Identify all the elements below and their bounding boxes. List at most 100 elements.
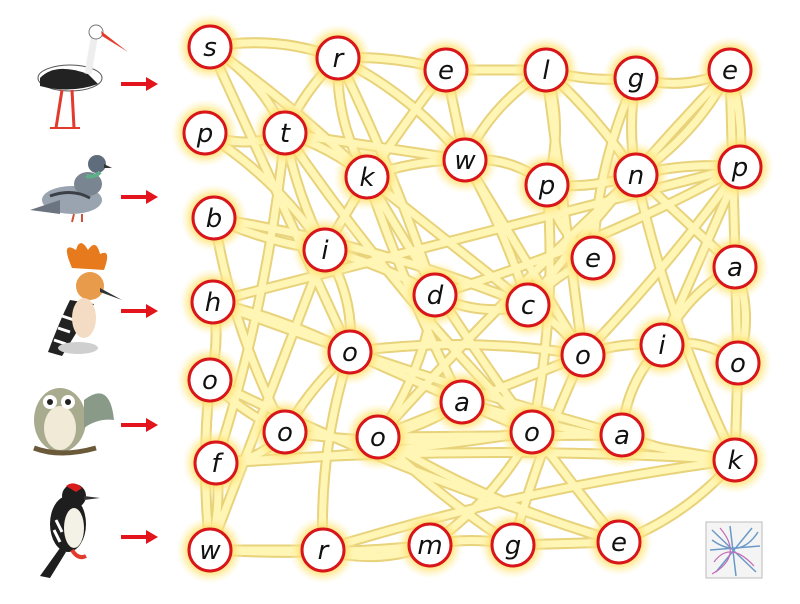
node-circle [262, 110, 308, 156]
node-letter: p [538, 171, 556, 201]
maze-thumbnail-image [705, 521, 763, 579]
letter-node-o6[interactable]: o [498, 398, 566, 466]
letter-node-i2[interactable]: i [628, 311, 696, 379]
letter-node-a1[interactable]: a [701, 233, 769, 301]
letter-node-k2[interactable]: k [701, 426, 769, 494]
node-letter: e [585, 244, 601, 274]
letter-node-i1[interactable]: i [291, 216, 359, 284]
maze-path-e2-o7[interactable] [726, 66, 742, 367]
letter-node-o1[interactable]: o [176, 346, 244, 414]
node-letter: c [521, 291, 535, 321]
node-circle [187, 357, 233, 403]
letter-node-o2[interactable]: o [316, 318, 384, 386]
letter-node-o3[interactable]: o [549, 321, 617, 389]
node-circle [490, 522, 536, 568]
node-letter: e [722, 56, 738, 86]
node-circle [302, 227, 348, 273]
node-letter: e [438, 56, 454, 86]
node-letter: o [202, 366, 218, 396]
node-letter: a [727, 253, 743, 283]
node-circle [193, 440, 239, 486]
node-letter: e [611, 528, 627, 558]
letter-node-a3[interactable]: a [588, 401, 656, 469]
letter-node-k1[interactable]: k [333, 143, 401, 211]
node-circle [505, 282, 551, 328]
letter-node-p3[interactable]: p [706, 133, 774, 201]
letter-node-a2[interactable]: a [428, 368, 496, 436]
node-circle [712, 437, 758, 483]
letter-node-n1[interactable]: n [602, 141, 670, 209]
arrow-hoopoe [121, 304, 158, 318]
owl-image [33, 388, 114, 456]
node-circle [262, 409, 308, 455]
node-circle [570, 235, 616, 281]
node-circle [560, 332, 606, 378]
node-letter: r [318, 536, 331, 566]
arrow-woodpecker [121, 530, 158, 544]
letter-node-p1[interactable]: p [171, 99, 239, 167]
letter-node-p2[interactable]: p [513, 151, 581, 219]
letter-node-o4[interactable]: o [251, 398, 319, 466]
letter-node-e4[interactable]: e [585, 508, 653, 576]
letter-node-m1[interactable]: m [396, 511, 464, 579]
letter-node-l1[interactable]: l [512, 36, 580, 104]
letter-node-r2[interactable]: r [289, 516, 357, 584]
node-letter: o [575, 341, 591, 371]
node-circle [524, 162, 570, 208]
node-circle [596, 519, 642, 565]
node-circle [613, 55, 659, 101]
node-letter: o [342, 338, 358, 368]
maze-path-t1-f1[interactable] [212, 129, 289, 467]
node-circle [190, 279, 236, 325]
node-circle [187, 24, 233, 70]
letter-node-o7[interactable]: o [704, 329, 772, 397]
node-circle [355, 414, 401, 460]
maze-path-k1-e4[interactable] [363, 173, 623, 546]
node-letter: g [505, 531, 522, 561]
node-letter: r [333, 44, 346, 74]
node-circle [407, 522, 453, 568]
letter-node-g1[interactable]: g [602, 44, 670, 112]
letter-node-o5[interactable]: o [344, 403, 412, 471]
node-circle [707, 47, 753, 93]
letter-node-b1[interactable]: b [180, 184, 248, 252]
node-letter: s [203, 33, 217, 63]
node-circle [715, 340, 761, 386]
node-letter: t [280, 119, 291, 149]
letter-node-w1[interactable]: w [431, 126, 499, 194]
letter-node-w2[interactable]: w [176, 516, 244, 584]
node-letter: l [542, 56, 550, 86]
maze-path-i1-w2[interactable] [206, 246, 329, 554]
letter-node-g2[interactable]: g [479, 511, 547, 579]
letter-node-t1[interactable]: t [251, 99, 319, 167]
node-letter: a [454, 388, 470, 418]
maze-path-r2-k2[interactable] [319, 456, 739, 554]
woodpecker-image [40, 483, 100, 578]
node-circle [712, 244, 758, 290]
letter-node-f1[interactable]: f [182, 429, 250, 497]
node-letter: w [199, 536, 221, 566]
node-circle [182, 110, 228, 156]
letter-node-r1[interactable]: r [304, 24, 372, 92]
letter-node-h1[interactable]: h [179, 268, 247, 336]
letter-node-e2[interactable]: e [696, 36, 764, 104]
node-circle [639, 322, 685, 368]
maze-path-b1-c1[interactable] [210, 214, 532, 309]
node-letter: h [205, 288, 221, 318]
letter-node-e3[interactable]: e [559, 224, 627, 292]
node-letter: i [658, 331, 666, 361]
letter-node-c1[interactable]: c [494, 271, 562, 339]
stork-image [37, 24, 128, 129]
letter-node-s1[interactable]: s [176, 13, 244, 81]
letter-node-d1[interactable]: d [401, 261, 469, 329]
node-circle [327, 329, 373, 375]
node-letter: m [417, 531, 442, 561]
letter-node-e1[interactable]: e [412, 36, 480, 104]
node-circle [442, 137, 488, 183]
node-letter: o [370, 423, 386, 453]
node-letter: k [359, 163, 375, 193]
node-circle [191, 195, 237, 241]
node-letter: d [427, 281, 444, 311]
